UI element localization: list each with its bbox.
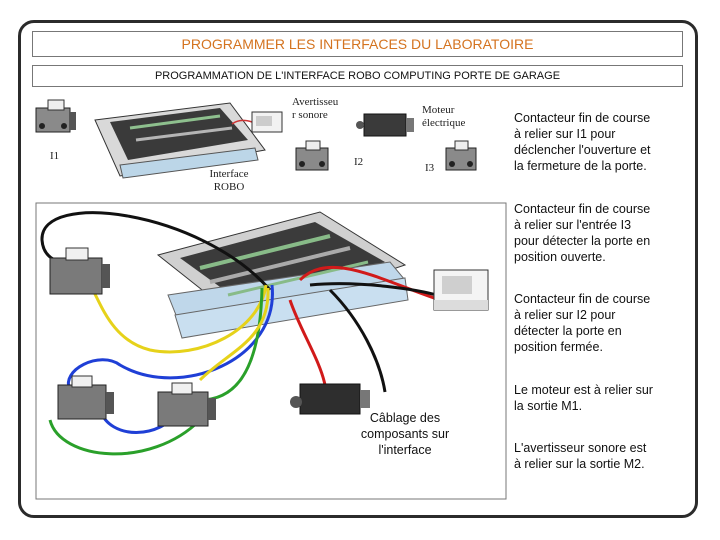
wire-red-2 xyxy=(288,299,327,386)
switch-i3-icon xyxy=(445,140,477,171)
motor-small-icon xyxy=(356,113,414,137)
switch-i2-icon xyxy=(295,140,329,171)
label-i2: I2 xyxy=(354,156,364,168)
wire-yellow-2 xyxy=(198,287,270,382)
wire-blue-1 xyxy=(66,284,274,391)
label-interface-robo: Interface ROBO xyxy=(209,168,249,193)
switch-large-2-icon xyxy=(57,375,114,420)
robo-interface-large-icon xyxy=(156,211,409,339)
page-subtitle: PROGRAMMATION DE L'INTERFACE ROBO COMPUT… xyxy=(154,70,561,82)
label-i1: I1 xyxy=(50,150,60,162)
note-i2: Contacteur fin de course à relier sur I2… xyxy=(514,292,651,354)
note-i1: Contacteur fin de course à relier sur I1… xyxy=(514,111,651,173)
wire-black-3 xyxy=(328,288,387,393)
buzzer-small-icon xyxy=(231,111,283,133)
label-i3: I3 xyxy=(425,162,435,174)
wire-black-2 xyxy=(309,282,441,298)
page-title: PROGRAMMER LES INTERFACES DU LABORATOIRE xyxy=(181,36,534,52)
switch-i1-icon xyxy=(35,99,76,133)
note-motor: Le moteur est à relier sur la sortie M1. xyxy=(514,383,653,413)
motor-large-icon xyxy=(290,383,370,415)
switch-large-1-icon xyxy=(49,247,110,295)
wire-yellow-1 xyxy=(88,284,268,354)
label-buzzer: Avertisseu r sonore xyxy=(292,96,339,121)
buzzer-large-icon xyxy=(433,269,489,311)
robo-interface-small-icon xyxy=(94,102,266,179)
title-box: PROGRAMMER LES INTERFACES DU LABORATOIRE xyxy=(32,31,683,57)
switch-large-3-icon xyxy=(157,382,216,427)
note-buzzer: L'avertisseur sonore est à relier sur la… xyxy=(514,441,647,471)
wire-red-1 xyxy=(298,265,441,302)
note-i3: Contacteur fin de course à relier sur l'… xyxy=(514,202,651,264)
label-motor: Moteur électrique xyxy=(422,104,466,129)
wire-green-2 xyxy=(48,418,202,456)
wiring-caption: Câblage des composants sur l'interface xyxy=(360,411,450,457)
subtitle-box: PROGRAMMATION DE L'INTERFACE ROBO COMPUT… xyxy=(32,65,683,87)
